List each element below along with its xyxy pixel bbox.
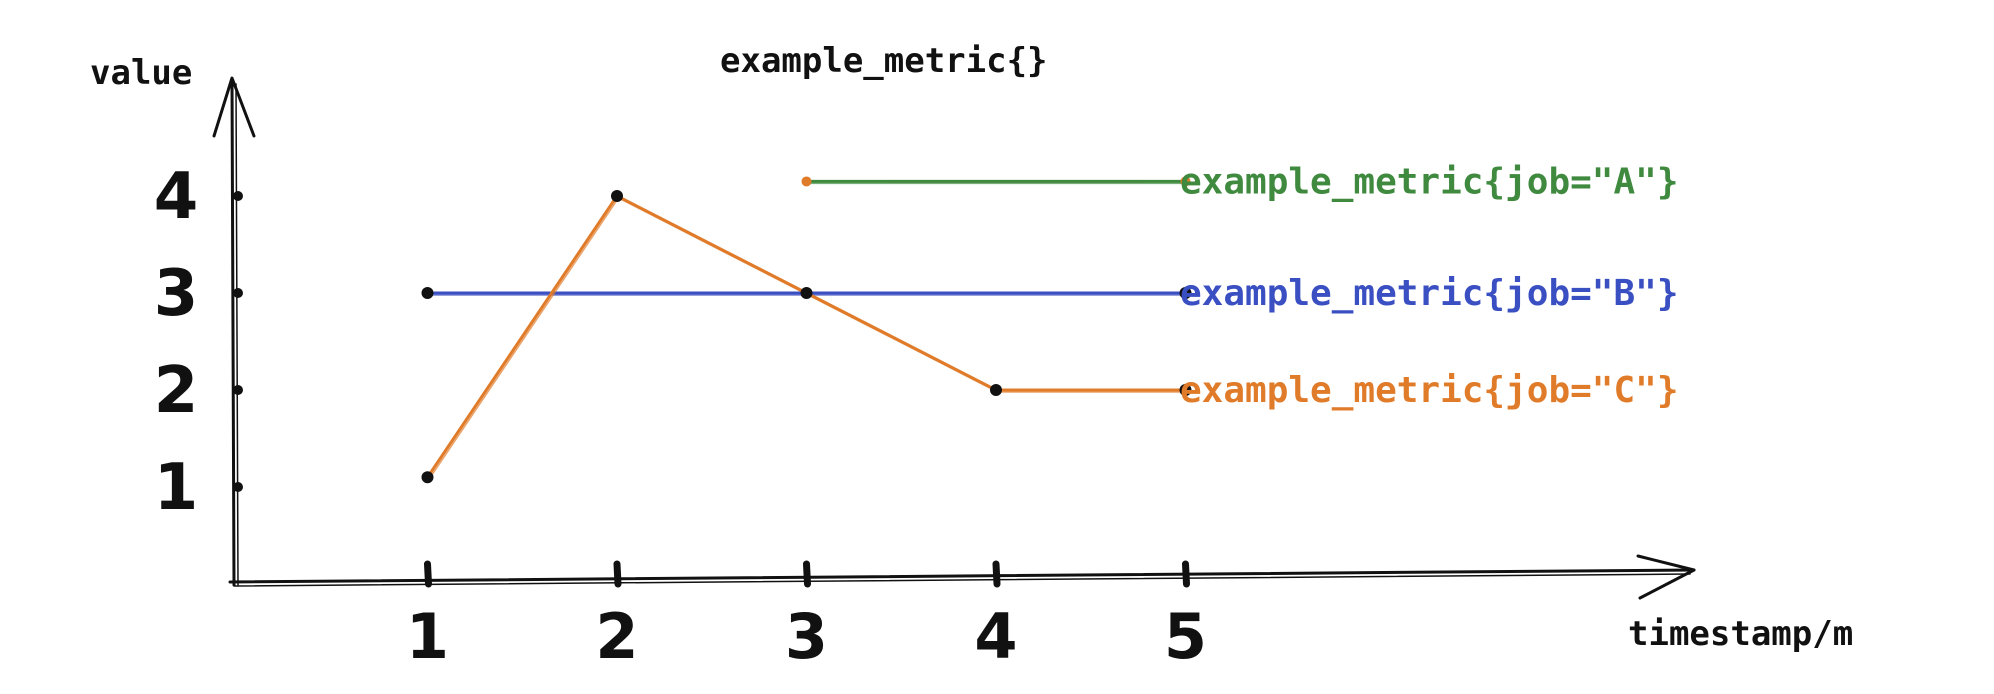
x-tick-label: 1 xyxy=(406,600,449,673)
y-tick-mark xyxy=(233,385,243,395)
x-axis-arrowhead xyxy=(1636,554,1696,600)
y-axis-line xyxy=(230,78,236,587)
y-tick-mark xyxy=(233,191,243,201)
series-line xyxy=(426,194,1187,479)
y-tick-mark xyxy=(233,482,243,492)
x-ticks: 1 2 3 4 5 xyxy=(406,560,1207,673)
series-point xyxy=(801,176,812,187)
legend-label: example_metric{job="B"} xyxy=(1180,273,1679,314)
series-point xyxy=(1179,384,1192,396)
x-axis-label: timestamp/m xyxy=(1628,614,1853,654)
x-axis-line-shadow xyxy=(233,573,1691,587)
x-tick-mark xyxy=(613,560,622,588)
x-tick-mark xyxy=(992,560,1001,588)
y-tick-label: 1 xyxy=(154,451,199,525)
series-point xyxy=(421,471,434,484)
x-tick-label: 2 xyxy=(595,600,638,673)
y-tick-label: 2 xyxy=(154,354,199,428)
x-tick-label: 3 xyxy=(785,600,828,673)
series-layer xyxy=(421,176,1192,484)
series-point xyxy=(1179,287,1192,299)
y-ticks: 1 2 3 4 xyxy=(154,160,243,525)
y-axis-line-shadow xyxy=(235,83,239,586)
chart-title: example_metric{} xyxy=(720,41,1048,81)
y-tick-label: 4 xyxy=(154,160,199,234)
y-tick-mark xyxy=(233,288,243,298)
series-point xyxy=(1180,176,1191,187)
y-axis-label: value xyxy=(90,53,192,93)
x-tick-mark xyxy=(1182,560,1190,588)
legend-label: example_metric{job="C"} xyxy=(1180,370,1679,411)
series-point xyxy=(800,287,813,299)
y-tick-label: 3 xyxy=(154,257,199,331)
series-line-shadow xyxy=(428,197,1188,481)
x-tick-label: 5 xyxy=(1164,600,1207,673)
series-point xyxy=(990,384,1002,396)
y-axis xyxy=(212,76,256,587)
legend: example_metric{job="A"} example_metric{jo… xyxy=(1180,161,1679,411)
legend-label: example_metric{job="A"} xyxy=(1180,161,1679,202)
y-axis-arrowhead xyxy=(212,76,256,138)
x-axis xyxy=(228,554,1696,600)
x-axis-line xyxy=(228,568,1696,584)
x-tick-mark xyxy=(424,560,432,588)
series-point xyxy=(611,190,623,202)
series-point xyxy=(421,287,434,299)
x-tick-mark xyxy=(803,560,811,588)
x-tick-label: 4 xyxy=(974,600,1017,673)
